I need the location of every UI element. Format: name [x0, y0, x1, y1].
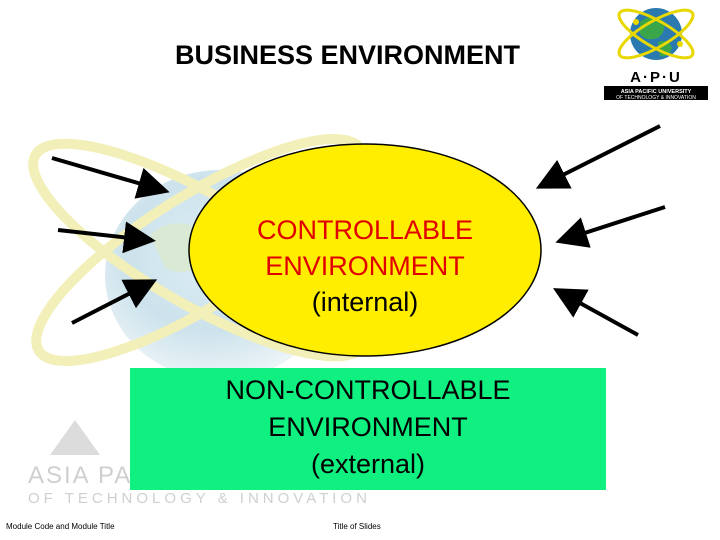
footer-slide-title: Title of Slides [333, 522, 381, 531]
logo-name-line2: OF TECHNOLOGY & INNOVATION [616, 95, 696, 101]
controllable-label: CONTROLLABLE ENVIRONMENT (internal) [210, 212, 520, 320]
watermark-line2: OF TECHNOLOGY & INNOVATION [28, 490, 371, 507]
logo-letters: A·P·U [630, 69, 682, 86]
controllable-line-3: (internal) [311, 287, 419, 317]
arrow-left-top [51, 156, 170, 199]
arrow-left-middle [57, 221, 156, 254]
logo-name-line1: ASIA PACIFIC UNIVERSITY [621, 89, 692, 95]
noncontrollable-line-3: (external) [310, 449, 426, 479]
noncontrollable-line-1: NON-CONTROLLABLE [225, 375, 511, 405]
controllable-ellipse [188, 143, 542, 357]
noncontrollable-label: NON-CONTROLLABLE ENVIRONMENT (external) [130, 372, 606, 483]
noncontrollable-box [130, 368, 606, 490]
arrow-right-middle [555, 205, 666, 248]
arrow-right-top [535, 124, 661, 189]
controllable-line-2: ENVIRONMENT [265, 251, 465, 281]
controllable-line-1: CONTROLLABLE [256, 215, 474, 245]
globe-logo-icon: A·P·U ASIA PACIFIC UNIVERSITY OF TECHNOL… [604, 8, 708, 101]
slide-title: BUSINESS ENVIRONMENT [174, 40, 521, 70]
noncontrollable-line-2: ENVIRONMENT [268, 412, 468, 442]
arrow-left-bottom [71, 279, 158, 325]
watermark-line1: ASIA PA [28, 462, 132, 489]
footer-module: Module Code and Module Title [6, 522, 115, 531]
watermark-a-letter [50, 420, 100, 455]
arrow-right-bottom [552, 288, 639, 337]
apu-logo: A·P·U ASIA PACIFIC UNIVERSITY OF TECHNOL… [596, 0, 720, 104]
